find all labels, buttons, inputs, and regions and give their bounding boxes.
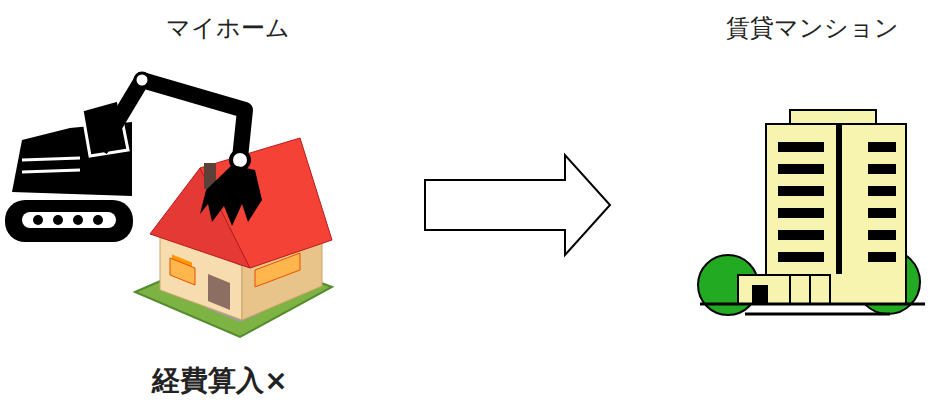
door [752,285,768,304]
ground [700,303,925,306]
figure-note: 経費算入× [152,364,287,398]
track [5,200,133,242]
track [22,212,116,228]
entrance [738,275,830,304]
figure-heading: 賃貸マンション [726,14,899,43]
windows [778,124,896,274]
ground [745,313,890,316]
roof-box [790,110,876,124]
figure-heading: マイホーム [166,14,290,43]
figure-node: 賃貸マンション [620,0,933,414]
arm [100,80,245,158]
block-arrow [425,155,610,255]
door [208,274,230,310]
window [170,258,195,285]
roof [200,138,332,268]
figure-node: マイホーム経費算入× [0,0,420,414]
bucket [200,165,262,226]
